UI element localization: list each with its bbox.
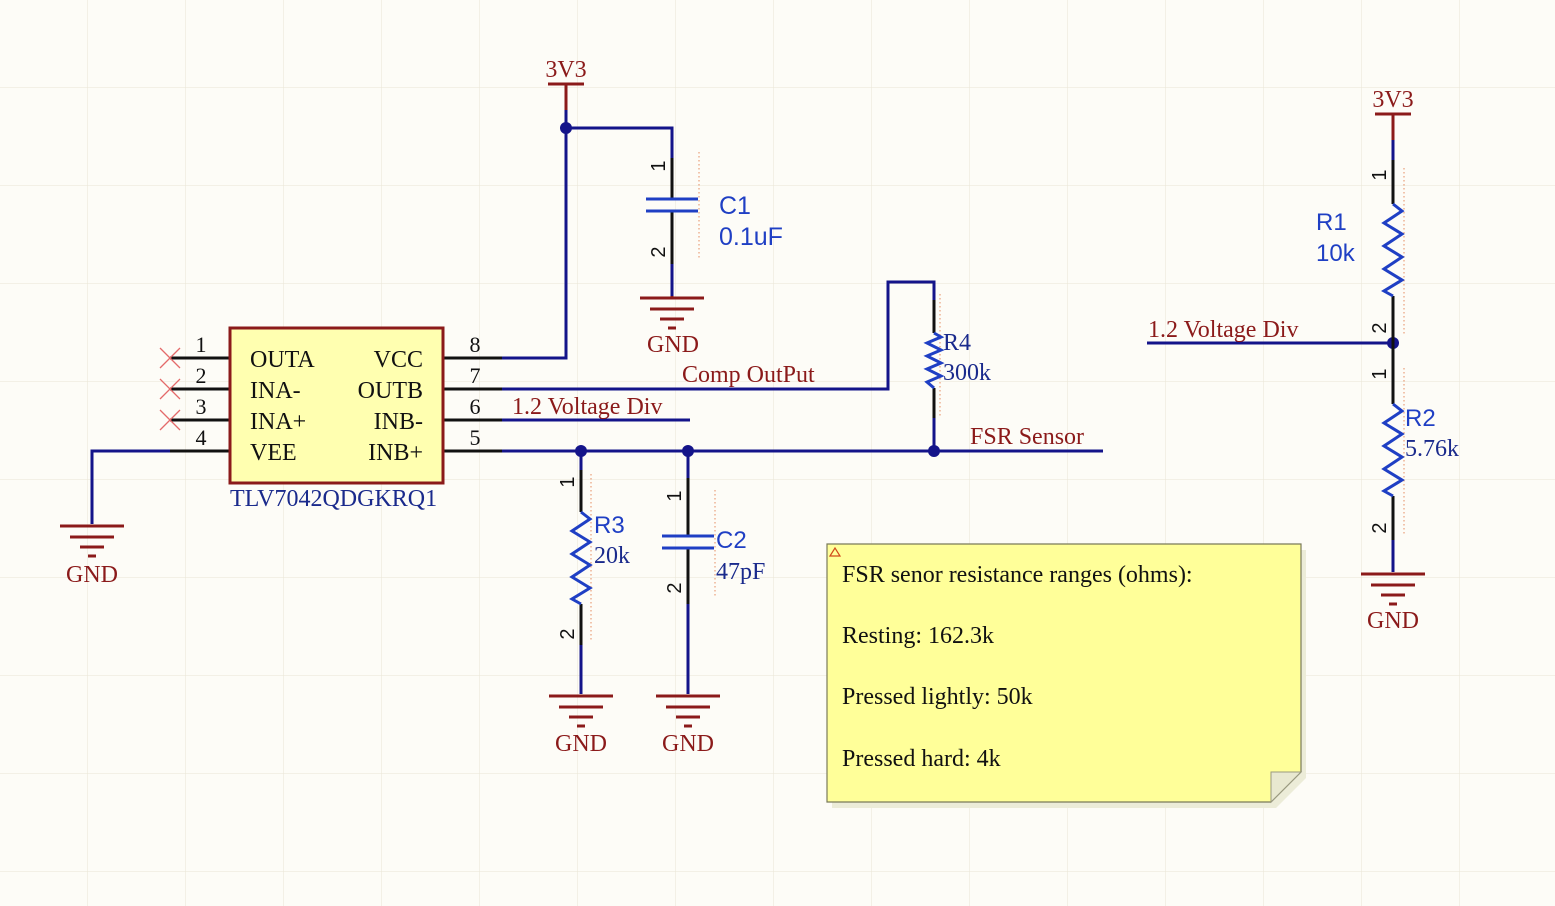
pin-number: 2	[196, 363, 207, 388]
power-label: 3V3	[545, 57, 586, 83]
component-value: 10k	[1316, 240, 1356, 267]
component-ref: C1	[719, 192, 751, 220]
pin-number: 1	[196, 332, 207, 357]
gnd-symbol-r3[interactable]: GND	[549, 694, 613, 757]
gnd-symbol-c1[interactable]: GND	[640, 296, 704, 358]
component-value: 47pF	[716, 559, 765, 585]
pin-number: 2	[1369, 322, 1391, 333]
pin-number: 2	[648, 246, 670, 257]
resistor-r4[interactable]: R4 300k	[923, 294, 991, 418]
pin-number: 2	[664, 582, 686, 593]
pin-name: VCC	[374, 347, 423, 373]
resistor-r1[interactable]: 1 2 R1 10k	[1316, 160, 1405, 343]
note-line: FSR senor resistance ranges (ohms):	[842, 562, 1193, 588]
pin-number: 1	[1369, 169, 1391, 180]
pin-number: 5	[470, 425, 481, 450]
note-line: Resting: 162.3k	[842, 623, 994, 649]
gnd-label: GND	[647, 332, 699, 358]
gnd-symbol-ic[interactable]: GND	[60, 524, 124, 588]
pin-number: 1	[648, 160, 670, 171]
pin-number: 2	[1369, 522, 1391, 533]
junction-dot	[928, 445, 940, 457]
component-ref: C2	[716, 527, 747, 554]
power-port-3v3-right[interactable]: 3V3	[1372, 87, 1414, 140]
pin-name: INA-	[250, 378, 301, 404]
gnd-label: GND	[555, 731, 607, 757]
gnd-label: GND	[66, 562, 118, 588]
power-port-3v3-left[interactable]: 3V3	[545, 57, 587, 110]
ic-tlv7042[interactable]: 1 2 3 4 8 7 6 5 OUTA INA- INA+ VEE VCC O…	[159, 326, 502, 512]
net-label-fsr-sensor[interactable]: FSR Sensor	[970, 424, 1084, 450]
pin-number: 2	[557, 628, 579, 639]
pin-number: 1	[664, 490, 686, 501]
pin-name: INA+	[250, 409, 306, 435]
pin-number: 1	[557, 476, 579, 487]
component-value: 0.1uF	[719, 223, 783, 251]
wires	[90, 84, 1395, 694]
pin-name: VEE	[250, 440, 297, 466]
component-ref: R4	[943, 330, 971, 356]
capacitor-c2[interactable]: 1 2 C2 47pF	[662, 478, 765, 604]
note-box[interactable]: FSR senor resistance ranges (ohms): Rest…	[826, 543, 1306, 808]
pin-number: 4	[196, 425, 207, 450]
note-warning-icon	[828, 546, 842, 557]
pin-number: 1	[1369, 368, 1391, 379]
no-connect-marks	[159, 347, 181, 431]
power-label: 3V3	[1372, 87, 1413, 113]
component-ref: R2	[1405, 405, 1436, 432]
junction-dot	[682, 445, 694, 457]
junction-dot	[575, 445, 587, 457]
note-fold	[1270, 771, 1303, 804]
gnd-symbol-c2[interactable]: GND	[656, 694, 720, 757]
gnd-label: GND	[1367, 608, 1419, 634]
component-ref: R3	[594, 512, 625, 539]
pin-name: OUTA	[250, 347, 315, 373]
component-value: 20k	[594, 543, 630, 569]
resistor-r2[interactable]: 1 2 R2 5.76k	[1369, 343, 1459, 540]
gnd-symbol-r2[interactable]: GND	[1361, 572, 1425, 634]
resistor-r3[interactable]: 1 2 R3 20k	[557, 470, 630, 645]
capacitor-c1[interactable]: 1 2 C1 0.1uF	[646, 152, 783, 264]
pin-name: INB-	[374, 409, 423, 435]
net-label-voltage-div-right[interactable]: 1.2 Voltage Div	[1148, 317, 1298, 343]
ic-body	[228, 326, 445, 485]
pin-number: 7	[470, 363, 481, 388]
ic-designator: TLV7042QDGKRQ1	[230, 486, 437, 512]
net-label-comp-output[interactable]: Comp OutPut	[682, 362, 815, 388]
component-value: 300k	[943, 360, 991, 386]
pin-number: 3	[196, 394, 207, 419]
pin-name: OUTB	[358, 378, 423, 404]
note-line: Pressed hard: 4k	[842, 746, 1001, 772]
pin-name: INB+	[368, 440, 423, 466]
gnd-label: GND	[662, 731, 714, 757]
component-ref: R1	[1316, 209, 1347, 236]
net-label-voltage-div[interactable]: 1.2 Voltage Div	[512, 394, 662, 420]
note-line: Pressed lightly: 50k	[842, 684, 1033, 710]
junction-dot	[560, 122, 572, 134]
pin-number: 6	[470, 394, 481, 419]
component-value: 5.76k	[1405, 436, 1459, 462]
pin-number: 8	[470, 332, 481, 357]
